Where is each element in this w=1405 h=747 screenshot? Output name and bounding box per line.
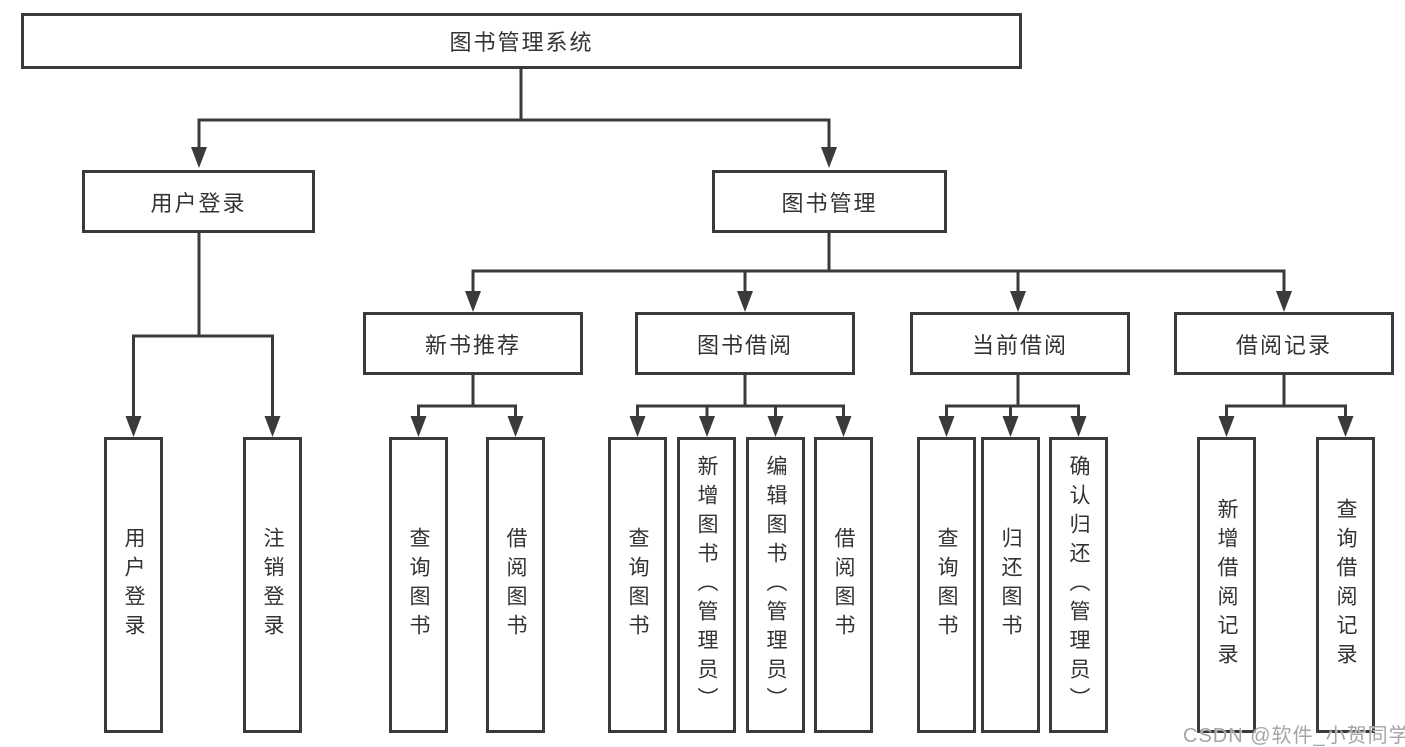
- leaf-add-borrow-record: 新增借阅记录: [1197, 437, 1256, 733]
- leaf-borrow-books-recommend: 借阅图书: [486, 437, 545, 733]
- node-book-management: 图书管理: [712, 170, 947, 233]
- leaf-query-books-current: 查询图书: [917, 437, 976, 733]
- node-current-borrow: 当前借阅: [910, 312, 1130, 375]
- csdn-watermark: CSDN @软件_小贺同学: [1183, 725, 1405, 747]
- leaf-borrow-books: 借阅图书: [814, 437, 873, 733]
- node-new-book-recommend: 新书推荐: [363, 312, 583, 375]
- leaf-add-books-admin: 新增图书（管理员）: [677, 437, 736, 733]
- node-root-system: 图书管理系统: [21, 13, 1022, 69]
- node-borrow-records: 借阅记录: [1174, 312, 1394, 375]
- tree-edges: [132, 69, 1347, 420]
- node-book-borrow: 图书借阅: [635, 312, 855, 375]
- leaf-user-login: 用户登录: [104, 437, 163, 733]
- leaf-logout: 注销登录: [243, 437, 302, 733]
- node-user-login: 用户登录: [82, 170, 315, 233]
- leaf-query-borrow-record: 查询借阅记录: [1316, 437, 1375, 733]
- leaf-confirm-return-admin: 确认归还（管理员）: [1049, 437, 1108, 733]
- leaf-query-books-borrow: 查询图书: [608, 437, 667, 733]
- arrowheads: [125, 147, 1354, 437]
- leaf-query-books-recommend: 查询图书: [389, 437, 448, 733]
- leaf-edit-books-admin: 编辑图书（管理员）: [746, 437, 805, 733]
- leaf-return-books: 归还图书: [981, 437, 1040, 733]
